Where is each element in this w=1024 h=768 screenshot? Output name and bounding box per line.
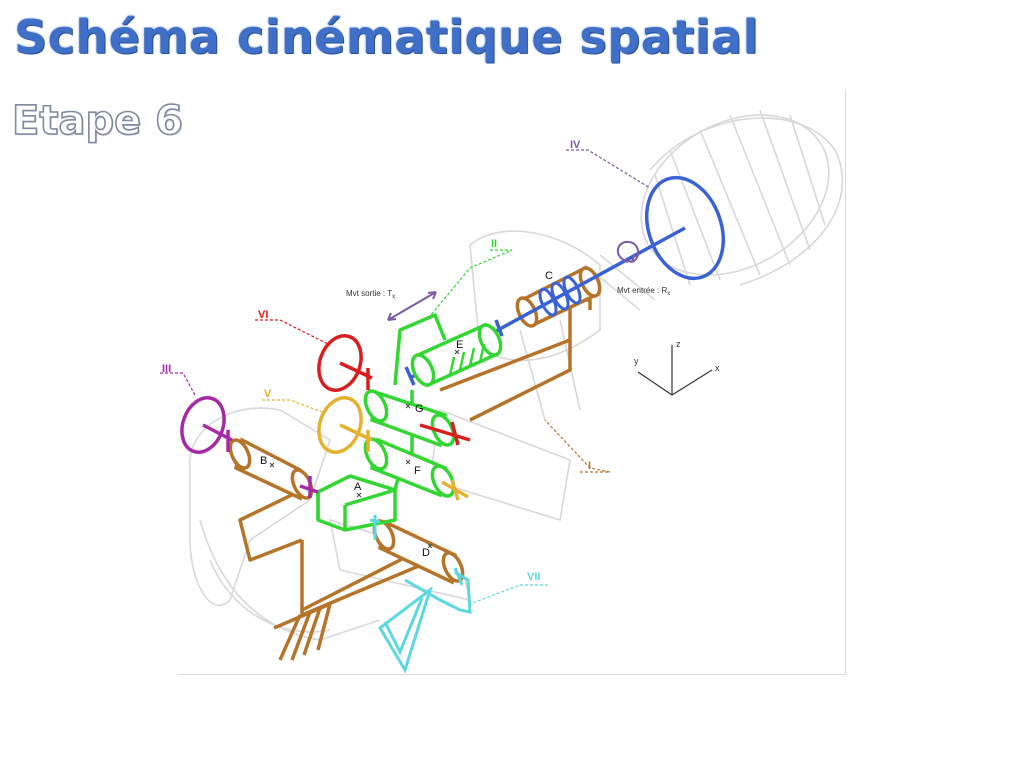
- label-class-II: II: [491, 238, 497, 250]
- point-label-E: E: [456, 339, 463, 351]
- axis-label-z: z: [676, 339, 681, 349]
- label-class-IV: IV: [570, 139, 581, 151]
- class-VI-part: [317, 334, 471, 446]
- class-VII-part: [369, 515, 472, 674]
- class-III-part: [180, 396, 319, 498]
- output-motion-arrow: [387, 291, 437, 321]
- cylinder-E: [410, 322, 503, 388]
- centre-markers: [269, 349, 460, 549]
- point-label-A: A: [354, 481, 362, 493]
- axis-label-x: x: [715, 363, 720, 373]
- axis-triad: [637, 345, 713, 396]
- class-I-frame: [238, 298, 592, 661]
- input-motion-subscript: x: [667, 291, 670, 297]
- output-motion-label: Mvt sortie : Tx: [346, 289, 395, 300]
- step-subtitle: Etape 6: [11, 97, 184, 145]
- input-rotation-arrow: [616, 240, 640, 263]
- cylinder-G: [363, 389, 456, 448]
- input-motion-text: Mvt entrée : R: [617, 286, 667, 295]
- leader-lines: [160, 149, 651, 605]
- label-class-III: III: [162, 363, 171, 375]
- label-class-I: I: [588, 460, 591, 472]
- motion-arrows: [387, 240, 640, 321]
- cylinder-F: [363, 437, 456, 498]
- diagram-frame: [178, 90, 846, 675]
- page-title: Schéma cinématique spatial: [14, 10, 759, 64]
- point-label-C: C: [545, 270, 553, 282]
- input-motion-label: Mvt entrée : Rx: [617, 286, 670, 297]
- output-motion-subscript: x: [392, 294, 395, 300]
- point-label-F: F: [414, 465, 421, 477]
- label-class-V: V: [264, 388, 272, 400]
- point-label-G: G: [415, 403, 424, 415]
- output-motion-text: Mvt sortie : T: [346, 289, 392, 298]
- class-V-part: [317, 396, 469, 501]
- point-label-B: B: [260, 455, 267, 467]
- axis-label-y: y: [634, 356, 639, 366]
- cylinder-D: [372, 519, 465, 585]
- cylinder-B: [228, 437, 314, 501]
- background-tool-drawing: [188, 109, 844, 641]
- label-class-VII: VII: [527, 571, 540, 583]
- label-class-VI: VI: [258, 309, 268, 321]
- point-label-D: D: [422, 547, 430, 559]
